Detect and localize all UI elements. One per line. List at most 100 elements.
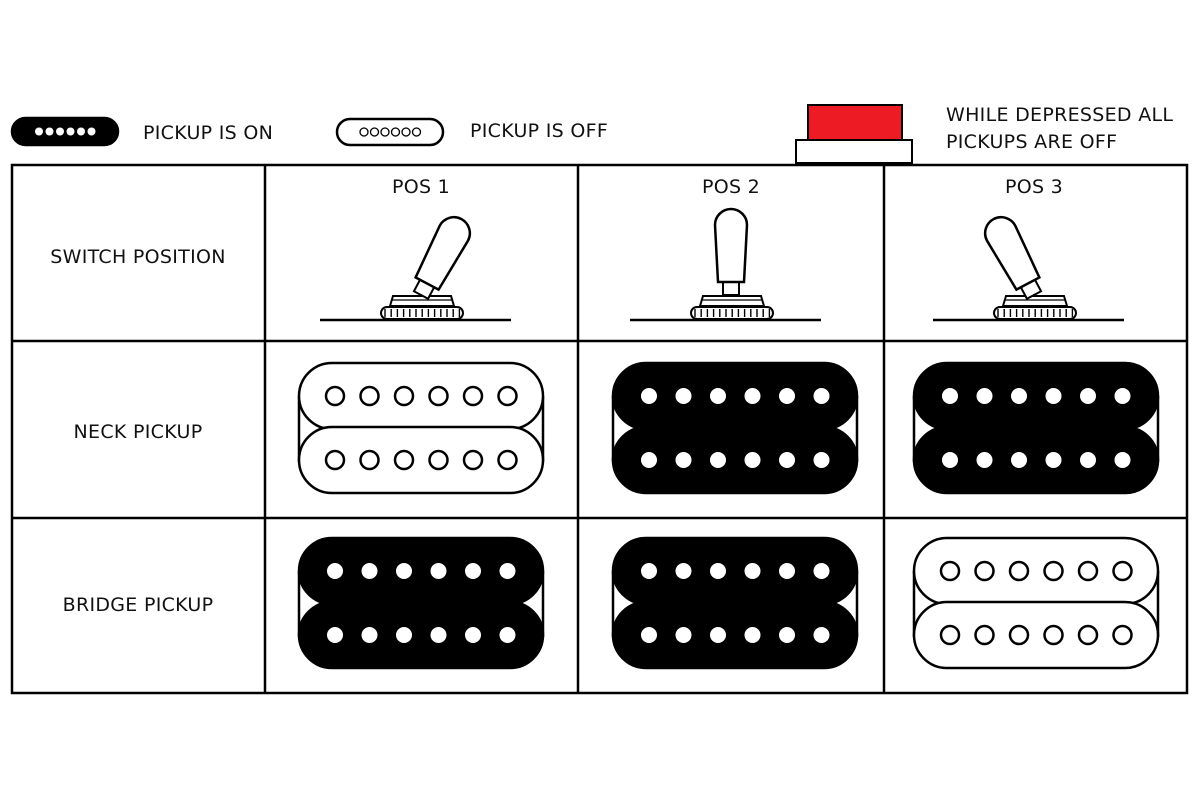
switch-bushing [388, 295, 456, 307]
pole-piece [56, 127, 64, 136]
switch-bushing [1001, 295, 1069, 307]
toggle-switch-pos3 [933, 216, 1124, 322]
pole-piece [499, 563, 516, 579]
neck-pickup-pos3-on [912, 361, 1160, 495]
pole-piece [87, 127, 96, 136]
pole-piece [1077, 560, 1099, 582]
pole-piece [324, 385, 346, 407]
pole-piece [1011, 388, 1027, 404]
pole-piece [369, 127, 380, 137]
pole-piece [1080, 388, 1096, 404]
pole-piece [35, 127, 43, 136]
pole-piece [359, 385, 380, 407]
pole-piece [939, 624, 961, 646]
pole-piece [779, 563, 795, 579]
pole-piece [497, 449, 518, 471]
lever-tip [713, 207, 749, 284]
row-label-neck-pickup: NECK PICKUP [73, 421, 203, 443]
pole-piece [710, 563, 726, 579]
pole-piece [744, 627, 761, 643]
switch-lever [983, 216, 1043, 301]
pole-piece [974, 560, 995, 582]
neck-pickup-pos1-off [297, 361, 545, 495]
pole-piece [641, 627, 657, 643]
row-label-bridge-pickup: BRIDGE PICKUP [62, 594, 214, 616]
pole-piece [779, 388, 795, 404]
pole-piece [1112, 560, 1133, 582]
pickup-table-grid [10, 163, 1189, 695]
pole-piece [401, 127, 411, 137]
pole-piece [813, 563, 830, 579]
pole-piece [942, 388, 958, 404]
pole-piece [497, 385, 518, 407]
pole-piece [1043, 624, 1064, 646]
kill-switch-button-icon [795, 104, 913, 164]
pole-piece [1045, 388, 1062, 404]
pole-piece [428, 385, 449, 407]
pole-piece [361, 627, 378, 643]
bridge-pickup-pos2-on [611, 536, 859, 670]
pole-piece [393, 449, 415, 471]
pickup-coil [611, 425, 859, 495]
pickup-coil [912, 600, 1160, 670]
column-header-pos3: POS 3 [1004, 176, 1064, 198]
row-label-switch-position: SWITCH POSITION [50, 246, 226, 268]
pole-piece [1114, 388, 1131, 404]
pole-piece [744, 452, 761, 468]
pole-piece [465, 627, 481, 643]
pole-piece [939, 560, 961, 582]
neck-pickup-pos2-on [611, 361, 859, 495]
bridge-pickup-pos3-off [912, 536, 1160, 670]
legend-pickup-on-icon [10, 116, 120, 147]
legend-on-label: PICKUP IS ON [143, 122, 274, 144]
pole-piece [411, 127, 422, 137]
pole-piece [744, 388, 761, 404]
pole-piece [976, 452, 993, 468]
pole-piece [430, 627, 447, 643]
pole-piece [779, 627, 795, 643]
pole-piece [327, 627, 343, 643]
toggle-switch-pos1 [320, 216, 511, 322]
pickup-coil [297, 425, 545, 495]
pole-piece [77, 127, 85, 136]
pole-piece [1008, 624, 1030, 646]
pole-piece [813, 388, 830, 404]
pole-piece [675, 388, 692, 404]
pickup-coil [297, 600, 545, 670]
pole-piece [324, 449, 346, 471]
pole-piece [465, 563, 481, 579]
pole-piece [641, 563, 657, 579]
pole-piece [396, 563, 412, 579]
pole-piece [66, 127, 75, 136]
pole-piece [744, 563, 761, 579]
lever-tip [983, 216, 1042, 292]
pole-piece [976, 388, 993, 404]
pole-piece [462, 449, 484, 471]
pole-piece [380, 127, 390, 137]
pickup-coil [335, 117, 445, 147]
kill-switch-label-line2: PICKUPS ARE OFF [946, 131, 1118, 153]
pole-piece [710, 388, 726, 404]
pole-piece [1080, 452, 1096, 468]
column-header-pos2: POS 2 [701, 176, 761, 198]
column-header-pos1: POS 1 [391, 176, 451, 198]
pole-piece [390, 127, 401, 137]
pole-piece [779, 452, 795, 468]
pole-piece [393, 385, 415, 407]
pole-piece [327, 563, 343, 579]
pickup-coil [912, 425, 1160, 495]
pole-piece [1112, 624, 1133, 646]
legend-off-label: PICKUP IS OFF [470, 120, 609, 142]
table-border [10, 163, 1189, 695]
pole-piece [675, 563, 692, 579]
pole-piece [1077, 624, 1099, 646]
lever-tip [413, 216, 472, 292]
pole-piece [499, 627, 516, 643]
pole-piece [359, 127, 369, 137]
toggle-switch-pos2 [630, 207, 821, 322]
kill-switch-label-line1: WHILE DEPRESSED ALL [946, 104, 1174, 126]
pole-piece [45, 127, 54, 136]
pole-piece [462, 385, 484, 407]
